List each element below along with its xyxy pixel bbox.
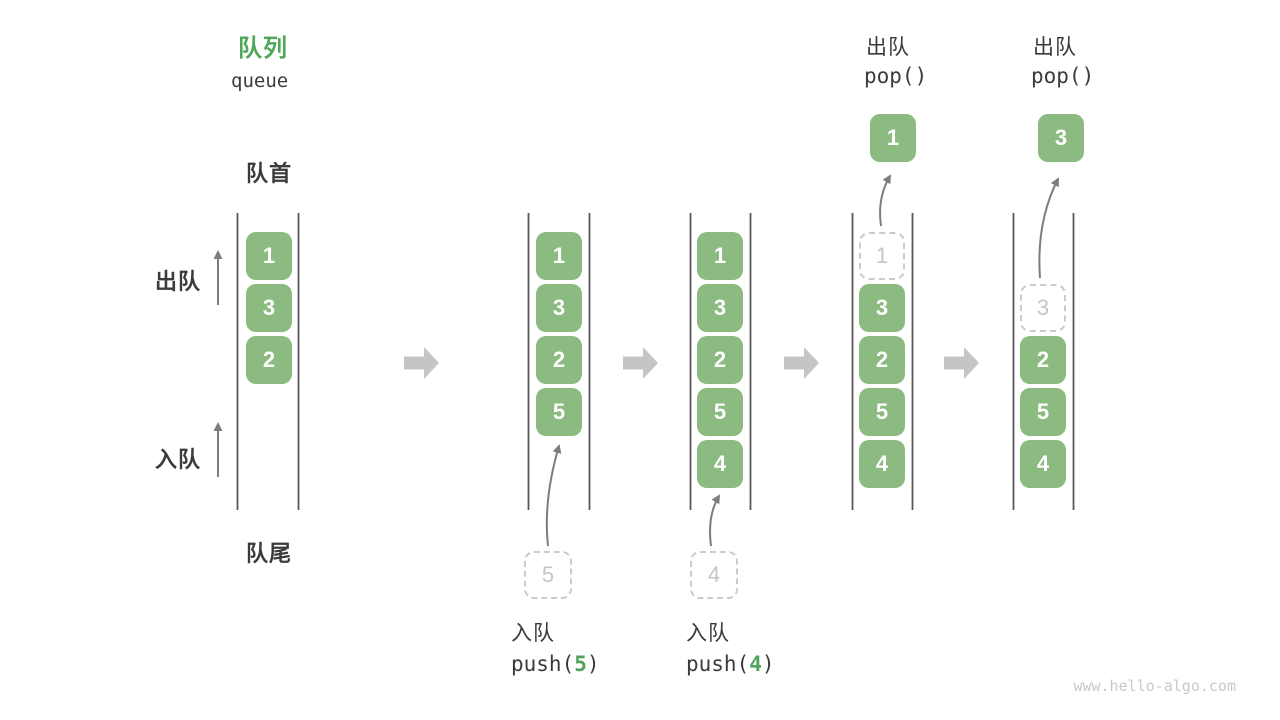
queue-item: 2 — [697, 336, 743, 384]
queue-item: 3 — [246, 284, 292, 332]
code-arg: 5 — [574, 652, 587, 676]
queue-item: 2 — [246, 336, 292, 384]
step-arrow-icon — [944, 347, 979, 379]
code-text: push( — [511, 652, 575, 676]
code-text: ) — [761, 652, 775, 676]
push5-label: 入队 — [511, 622, 555, 645]
queue-item: 5 — [1020, 388, 1066, 436]
queue-item: 1 — [697, 232, 743, 280]
step-arrow-icon — [784, 347, 819, 379]
queue-item: 3 — [536, 284, 582, 332]
page-subtitle: queue — [231, 70, 289, 92]
queue-item: 3 — [697, 284, 743, 332]
popped-item: 1 — [870, 114, 916, 162]
incoming-item: 4 — [690, 551, 738, 599]
queue-item: 5 — [697, 388, 743, 436]
popped-item: 3 — [1038, 114, 1084, 162]
watermark: www.hello-algo.com — [1073, 677, 1236, 695]
pop2-code: pop() — [1031, 64, 1095, 88]
push5-code: push(5) — [511, 652, 600, 676]
page-title: 队列 — [238, 35, 288, 62]
push5-arrow-icon — [545, 444, 562, 547]
queue-item: 2 — [859, 336, 905, 384]
pop1-code: pop() — [864, 64, 928, 88]
queue-item: 3 — [859, 284, 905, 332]
ghost-item: 3 — [1020, 284, 1066, 332]
push4-code: push(4) — [686, 652, 775, 676]
queue-item: 4 — [1020, 440, 1066, 488]
queue-rear-label: 队尾 — [246, 541, 293, 566]
ghost-item: 1 — [859, 232, 905, 280]
queue-item: 5 — [536, 388, 582, 436]
push4-label: 入队 — [686, 622, 730, 645]
queue-item: 1 — [536, 232, 582, 280]
queue-container-lines — [236, 213, 1075, 510]
queue-item: 4 — [697, 440, 743, 488]
code-arg: 4 — [749, 652, 762, 676]
queue-item: 2 — [1020, 336, 1066, 384]
queue-front-label: 队首 — [246, 161, 293, 186]
queue-item: 5 — [859, 388, 905, 436]
step-arrow-icon — [404, 347, 439, 379]
pop2-label: 出队 — [1033, 36, 1077, 59]
pop1-arrow-icon — [879, 174, 892, 227]
flow-arrows — [213, 174, 1059, 547]
queue-item: 2 — [536, 336, 582, 384]
code-text: push( — [686, 652, 750, 676]
enqueue-label: 入队 — [155, 447, 202, 472]
step-arrow-icon — [623, 347, 658, 379]
incoming-item: 5 — [524, 551, 572, 599]
dequeue-label: 出队 — [155, 269, 202, 294]
push4-arrow-icon — [709, 494, 721, 547]
pop1-label: 出队 — [866, 36, 910, 59]
queue-item: 4 — [859, 440, 905, 488]
pop2-arrow-icon — [1038, 177, 1059, 279]
code-text: ) — [586, 652, 600, 676]
queue-item: 1 — [246, 232, 292, 280]
